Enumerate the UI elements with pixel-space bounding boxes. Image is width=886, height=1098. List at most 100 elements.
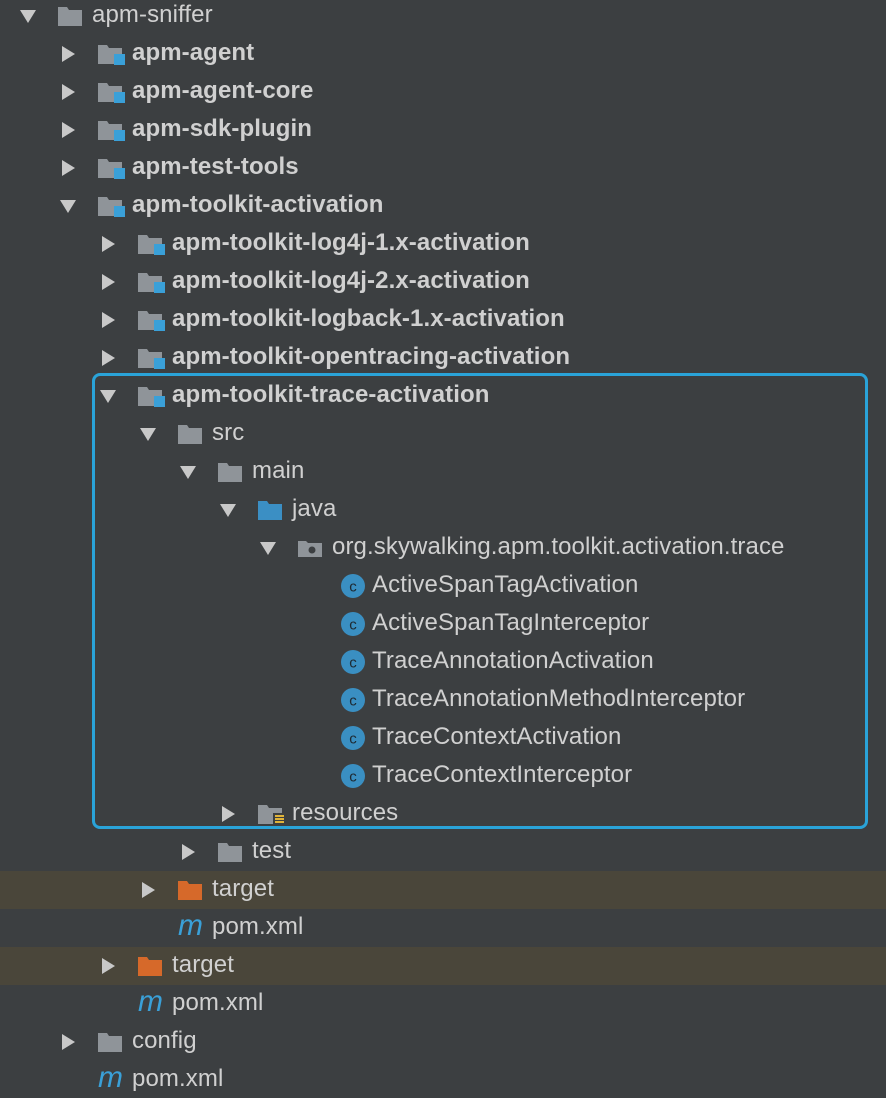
class-icon: c [340,573,368,599]
module-folder-icon [98,157,126,179]
tree-node-label: apm-toolkit-log4j-2.x-activation [172,267,530,294]
chevron-down-icon[interactable] [100,388,116,404]
svg-text:c: c [349,693,357,710]
module-folder-icon [138,309,166,331]
tree-node-label: apm-sniffer [92,1,213,28]
module-folder-icon [138,347,166,369]
module-folder-icon [98,43,126,65]
folder-icon [58,5,86,27]
tree-node-label: resources [292,799,399,826]
tree-node-target[interactable]: target [0,871,886,909]
chevron-down-icon[interactable] [220,502,236,518]
tree-node-label: pom.xml [172,989,264,1016]
tree-node-org-skywalking-apm-toolkit-activation-trace[interactable]: org.skywalking.apm.toolkit.activation.tr… [0,529,886,567]
chevron-right-icon[interactable] [60,160,76,176]
tree-node-target[interactable]: target [0,947,886,985]
tree-node-apm-toolkit-logback-1-x-activation[interactable]: apm-toolkit-logback-1.x-activation [0,301,886,339]
chevron-right-icon[interactable] [100,236,116,252]
tree-node-label: apm-toolkit-log4j-1.x-activation [172,229,530,256]
tree-node-apm-sdk-plugin[interactable]: apm-sdk-plugin [0,111,886,149]
class-icon: c [340,649,368,675]
tree-node-apm-toolkit-log4j-2-x-activation[interactable]: apm-toolkit-log4j-2.x-activation [0,263,886,301]
tree-node-apm-agent-core[interactable]: apm-agent-core [0,73,886,111]
tree-node-test[interactable]: test [0,833,886,871]
chevron-down-icon[interactable] [140,426,156,442]
chevron-down-icon[interactable] [20,8,36,24]
tree-node-label: apm-test-tools [132,153,299,180]
tree-node-label: TraceContextInterceptor [372,761,633,788]
svg-text:c: c [349,655,357,672]
chevron-down-icon[interactable] [260,540,276,556]
tree-node-label: config [132,1027,197,1054]
module-folder-icon [138,271,166,293]
tree-node-label: TraceContextActivation [372,723,622,750]
tree-node-label: test [252,837,292,864]
tree-node-label: ActiveSpanTagInterceptor [372,609,650,636]
chevron-right-icon[interactable] [140,882,156,898]
folder-icon [98,1031,126,1053]
folder-icon [178,423,206,445]
module-folder-icon [98,195,126,217]
tree-node-apm-toolkit-trace-activation[interactable]: apm-toolkit-trace-activation [0,377,886,415]
tree-node-label: apm-agent-core [132,77,314,104]
tree-node-label: target [172,951,234,978]
chevron-right-icon[interactable] [100,350,116,366]
tree-node-label: org.skywalking.apm.toolkit.activation.tr… [332,533,785,560]
excluded-folder-icon [138,955,166,977]
folder-icon [218,841,246,863]
source-folder-icon [258,499,286,521]
tree-node-apm-toolkit-log4j-1-x-activation[interactable]: apm-toolkit-log4j-1.x-activation [0,225,886,263]
tree-node-label: main [252,457,305,484]
module-folder-icon [138,233,166,255]
tree-node-src[interactable]: src [0,415,886,453]
tree-node-label: apm-toolkit-logback-1.x-activation [172,305,565,332]
maven-icon: m [178,909,210,942]
tree-node-label: java [292,495,337,522]
tree-node-pom-xml[interactable]: m pom.xml [0,909,886,947]
tree-node-apm-sniffer[interactable]: apm-sniffer [0,0,886,35]
tree-node-tracecontextinterceptor[interactable]: c TraceContextInterceptor [0,757,886,795]
chevron-right-icon[interactable] [60,84,76,100]
chevron-right-icon[interactable] [60,1034,76,1050]
tree-node-resources[interactable]: resources [0,795,886,833]
chevron-down-icon[interactable] [180,464,196,480]
maven-icon: m [98,1061,130,1094]
tree-node-label: apm-toolkit-opentracing-activation [172,343,571,370]
tree-node-apm-toolkit-opentracing-activation[interactable]: apm-toolkit-opentracing-activation [0,339,886,377]
tree-node-label: apm-agent [132,39,255,66]
resources-folder-icon [258,803,286,825]
module-folder-icon [138,385,166,407]
chevron-right-icon[interactable] [60,46,76,62]
tree-node-label: apm-sdk-plugin [132,115,313,142]
maven-icon: m [138,985,170,1018]
module-folder-icon [98,81,126,103]
tree-node-label: pom.xml [212,913,304,940]
svg-text:c: c [349,769,357,786]
chevron-right-icon[interactable] [220,806,236,822]
tree-node-label: pom.xml [132,1065,224,1092]
chevron-down-icon[interactable] [60,198,76,214]
tree-node-apm-toolkit-activation[interactable]: apm-toolkit-activation [0,187,886,225]
chevron-right-icon[interactable] [60,122,76,138]
class-icon: c [340,687,368,713]
package-icon [298,537,326,559]
chevron-right-icon[interactable] [100,312,116,328]
tree-node-label: src [212,419,245,446]
tree-node-apm-test-tools[interactable]: apm-test-tools [0,149,886,187]
chevron-right-icon[interactable] [180,844,196,860]
svg-text:m: m [178,913,203,939]
chevron-right-icon[interactable] [100,274,116,290]
tree-node-java[interactable]: java [0,491,886,529]
tree-node-main[interactable]: main [0,453,886,491]
tree-node-apm-agent[interactable]: apm-agent [0,35,886,73]
tree-node-config[interactable]: config [0,1023,886,1061]
tree-node-label: target [212,875,274,902]
chevron-right-icon[interactable] [100,958,116,974]
